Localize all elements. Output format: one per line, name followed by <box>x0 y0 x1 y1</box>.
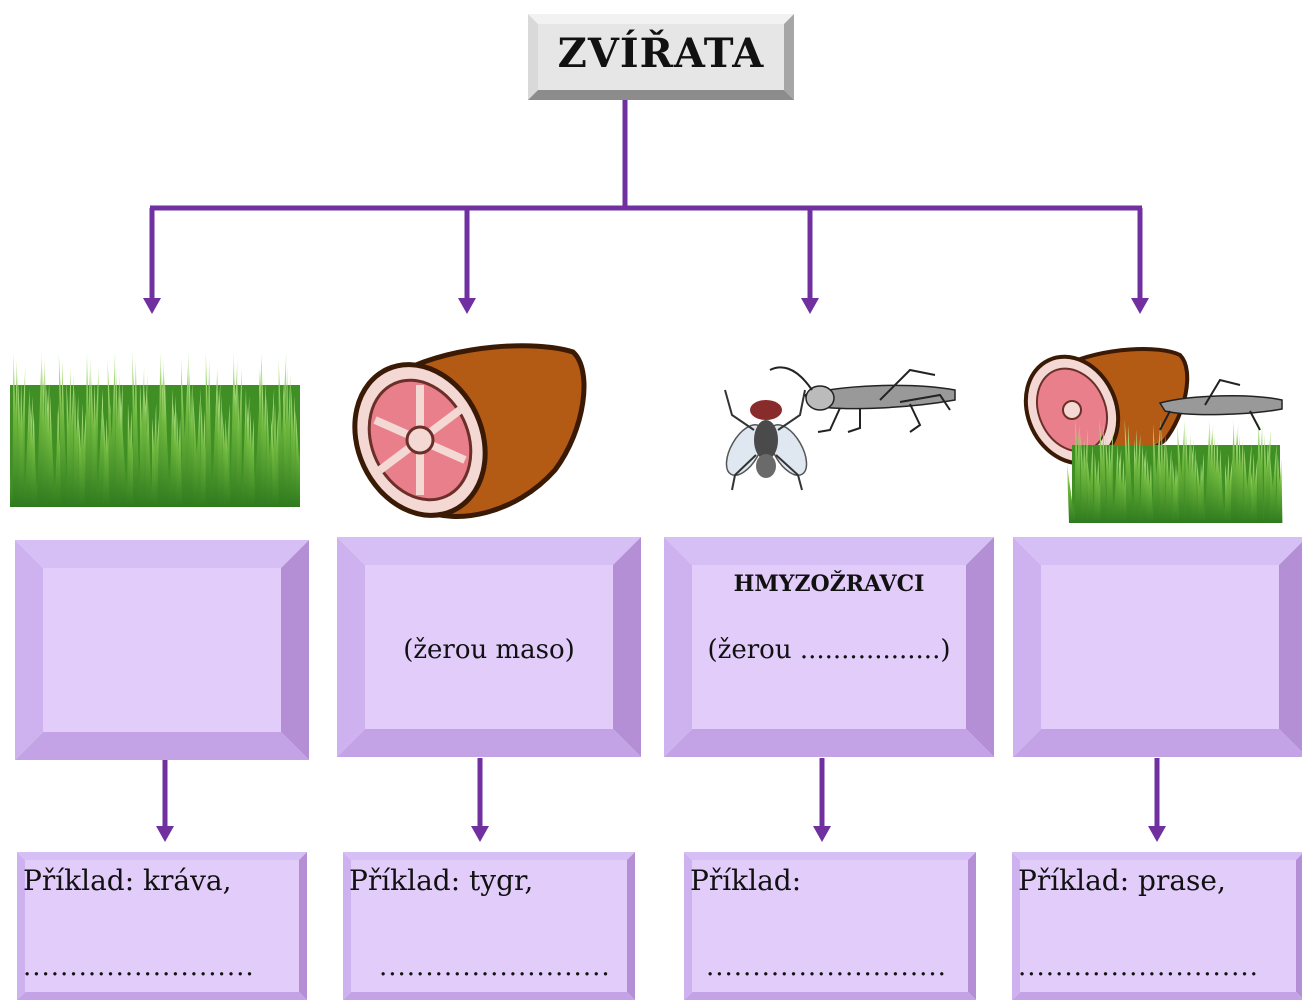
insects-image <box>724 366 956 491</box>
arrow-head <box>1131 298 1149 314</box>
category-box: (žerou maso) <box>337 537 641 757</box>
arrow-head <box>458 298 476 314</box>
category-box <box>1013 537 1302 757</box>
example-label: Příklad: prase, <box>1018 864 1226 897</box>
meat-and-grass-image <box>1023 347 1283 523</box>
example-blank: .......................... <box>706 952 947 982</box>
category-box <box>15 540 309 760</box>
example-box: Příklad: tygr,......................... <box>343 852 635 1000</box>
arrow-head <box>143 298 161 314</box>
example-label: Příklad: tygr, <box>349 864 534 897</box>
example-label: Příklad: <box>690 864 802 897</box>
category-description: (žerou maso) <box>403 635 575 665</box>
arrow-head <box>1148 826 1166 842</box>
example-box: Příklad:.......................... <box>684 852 976 1000</box>
arrow-head <box>471 826 489 842</box>
example-box: Příklad: kráva,......................... <box>17 852 307 1000</box>
example-blank: ......................... <box>23 952 255 982</box>
title-box: ZVÍŘATA <box>528 14 794 100</box>
grass-image <box>10 351 300 507</box>
example-blank: ......................... <box>379 952 611 982</box>
category-name: HMYZOŽRAVCI <box>733 571 925 597</box>
arrow-head <box>801 298 819 314</box>
example-blank: .......................... <box>1018 952 1259 982</box>
category-description: (žerou .................) <box>707 635 951 665</box>
meat-image <box>352 343 587 519</box>
category-box: HMYZOŽRAVCI (žerou .................) <box>664 537 994 757</box>
diagram-title: ZVÍŘATA <box>557 30 765 77</box>
example-box: Příklad: prase,.........................… <box>1012 852 1302 1000</box>
title-bevel <box>528 14 794 100</box>
arrow-head <box>156 826 174 842</box>
arrow-head <box>813 826 831 842</box>
example-label: Příklad: kráva, <box>23 864 232 897</box>
